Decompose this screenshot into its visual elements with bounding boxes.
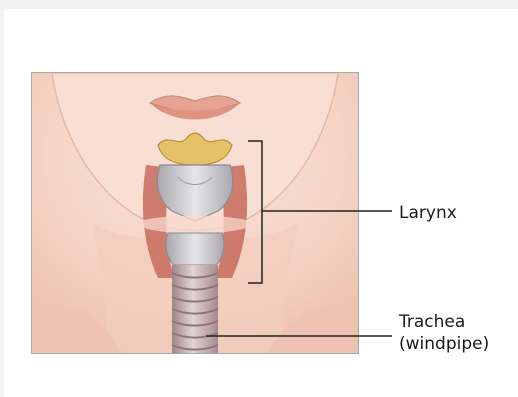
trachea-label-line2: (windpipe) (399, 333, 489, 355)
larynx-label: Larynx (399, 202, 457, 224)
larynx-label-text: Larynx (399, 203, 457, 223)
trachea-label: Trachea (windpipe) (399, 311, 489, 355)
trachea-label-line1: Trachea (399, 311, 489, 333)
larynx-bracket (248, 141, 262, 283)
